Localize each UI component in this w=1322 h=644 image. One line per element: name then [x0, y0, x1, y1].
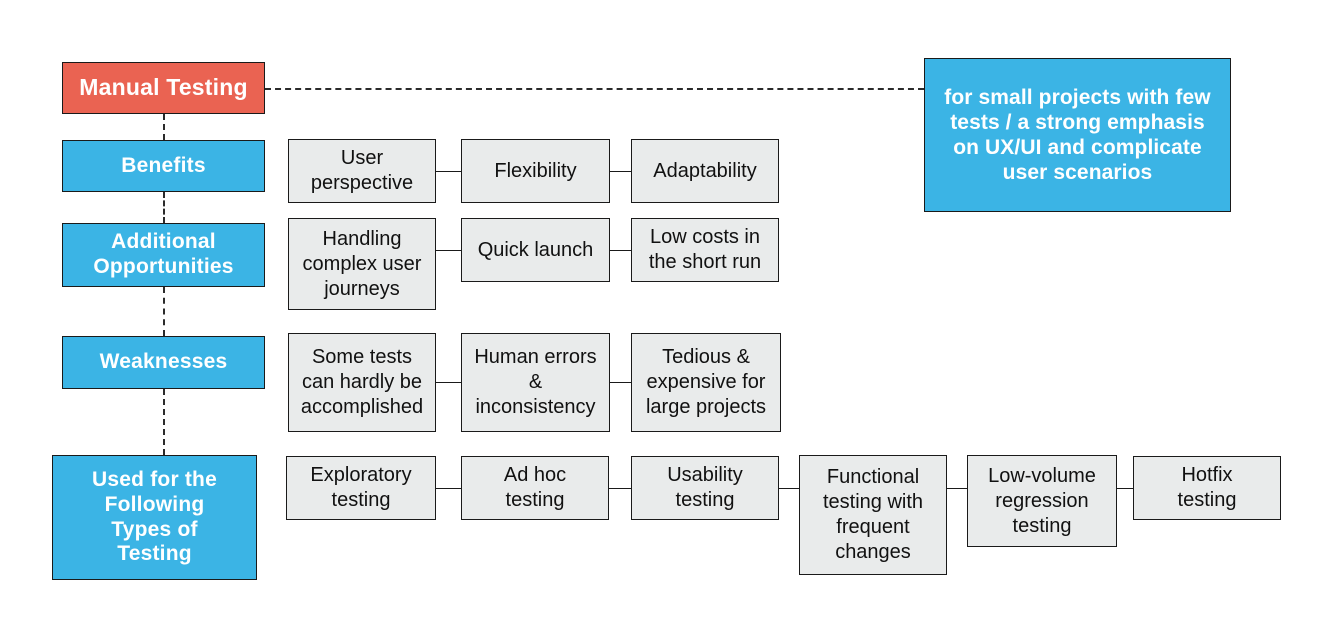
connector-row3-a: [436, 382, 461, 383]
node-manual-testing[interactable]: Manual Testing: [62, 62, 265, 114]
leaf-quick-launch[interactable]: Quick launch: [461, 218, 610, 282]
leaf-ad-hoc-testing[interactable]: Ad hoc testing: [461, 456, 609, 520]
dashed-link-benefits-to-additional: [163, 192, 165, 223]
category-benefits[interactable]: Benefits: [62, 140, 265, 192]
connector-row4-b: [609, 488, 631, 489]
leaf-low-costs-short-run[interactable]: Low costs in the short run: [631, 218, 779, 282]
connector-row4-d: [947, 488, 967, 489]
dashed-link-weaknesses-to-usedfor: [163, 389, 165, 455]
leaf-tedious-expensive-large-projects[interactable]: Tedious & expensive for large projects: [631, 333, 781, 432]
leaf-exploratory-testing[interactable]: Exploratory testing: [286, 456, 436, 520]
connector-row2-a: [436, 250, 461, 251]
leaf-low-volume-regression-testing[interactable]: Low-volume regression testing: [967, 455, 1117, 547]
connector-row3-b: [610, 382, 631, 383]
leaf-usability-testing[interactable]: Usability testing: [631, 456, 779, 520]
node-callout-use-cases[interactable]: for small projects with few tests / a st…: [924, 58, 1231, 212]
connector-row4-c: [779, 488, 799, 489]
connector-row2-b: [610, 250, 631, 251]
dashed-link-additional-to-weaknesses: [163, 287, 165, 336]
dashed-link-root-to-benefits: [163, 114, 165, 140]
leaf-some-tests-hardly-accomplished[interactable]: Some tests can hardly be accomplished: [288, 333, 436, 432]
leaf-user-perspective[interactable]: User perspective: [288, 139, 436, 203]
connector-row4-a: [436, 488, 461, 489]
category-weaknesses[interactable]: Weaknesses: [62, 336, 265, 389]
dashed-link-root-to-callout: [265, 88, 924, 90]
connector-row1-b: [610, 171, 631, 172]
category-used-for-following-types[interactable]: Used for the Following Types of Testing: [52, 455, 257, 580]
category-additional-opportunities[interactable]: Additional Opportunities: [62, 223, 265, 287]
leaf-human-errors-inconsistency[interactable]: Human errors & inconsistency: [461, 333, 610, 432]
connector-row4-e: [1117, 488, 1133, 489]
leaf-handling-complex-user-journeys[interactable]: Handling complex user journeys: [288, 218, 436, 310]
leaf-adaptability[interactable]: Adaptability: [631, 139, 779, 203]
connector-row1-a: [436, 171, 461, 172]
leaf-flexibility[interactable]: Flexibility: [461, 139, 610, 203]
leaf-hotfix-testing[interactable]: Hotfix testing: [1133, 456, 1281, 520]
leaf-functional-testing-frequent-changes[interactable]: Functional testing with frequent changes: [799, 455, 947, 575]
